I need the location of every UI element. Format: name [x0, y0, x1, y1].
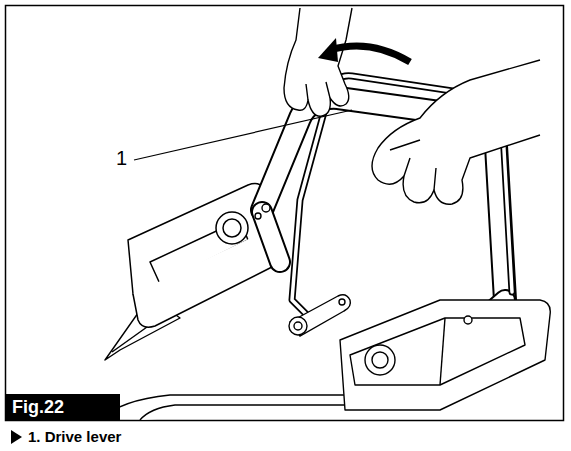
figure-number: Fig.22 — [12, 397, 64, 418]
caption-bullet — [11, 430, 22, 444]
leader-line — [134, 110, 352, 160]
lever-pivot — [255, 204, 350, 336]
hand — [284, 8, 352, 116]
control-housing — [128, 184, 280, 328]
figure-caption: 1. Drive lever — [28, 428, 121, 445]
right-housing — [340, 300, 550, 410]
callout-number: 1 — [116, 147, 127, 170]
hand — [372, 60, 540, 204]
motion-arrow — [318, 38, 410, 62]
figure-frame — [6, 6, 564, 421]
